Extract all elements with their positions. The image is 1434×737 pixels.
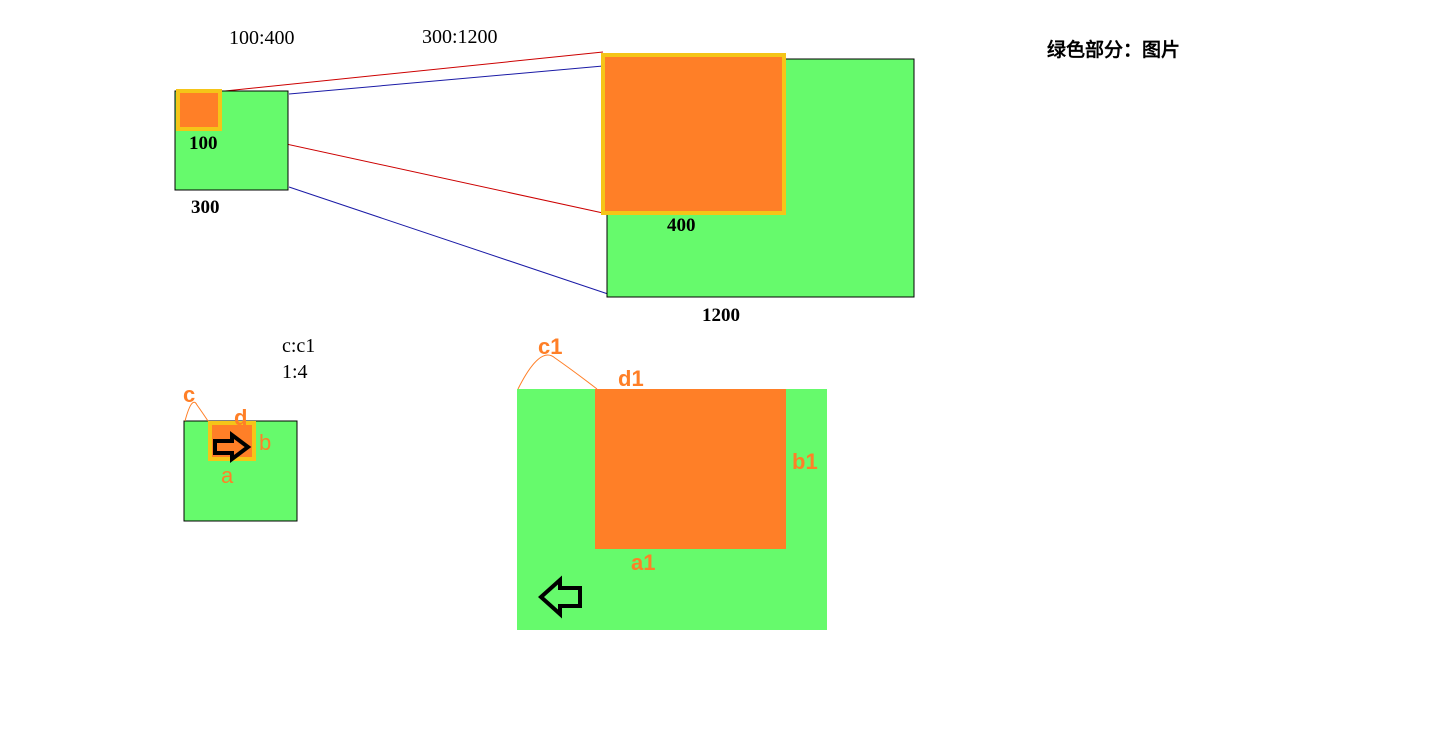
large-outer-size-label: 1200 (702, 305, 740, 326)
bottom-small-c-arc (184, 401, 209, 422)
ratio-large-label: 300:1200 (422, 26, 498, 48)
bottom-large-viewport-orange (595, 389, 786, 549)
connector-blue-bottom (288, 186, 609, 295)
bottom-large-c1-arc (517, 354, 598, 390)
connector-red-top (224, 51, 604, 92)
small-viewport-orange (176, 89, 222, 131)
arrow-right-icon (213, 431, 252, 463)
bottom-small-d-label: d (234, 405, 247, 430)
large-inner-size-label: 400 (667, 215, 696, 236)
arrow-left-icon (538, 575, 582, 619)
bottom-large-c1-label: c1 (538, 334, 562, 359)
large-viewport-orange (601, 53, 786, 215)
small-inner-size-label: 100 (189, 133, 218, 154)
bottom-small-b-label: b (259, 430, 271, 455)
ratio-small-label: 100:400 (229, 27, 295, 49)
small-outer-size-label: 300 (191, 197, 220, 218)
ratio-c-value: 1:4 (282, 361, 308, 383)
legend-text: 绿色部分：图片 (1047, 38, 1180, 61)
bottom-small-a-label: a (221, 463, 234, 488)
bottom-large-d1-label: d1 (618, 366, 644, 391)
bottom-small-c-label: c (183, 382, 195, 407)
bottom-large-a1-label: a1 (631, 550, 655, 575)
ratio-c-label: c:c1 (282, 335, 315, 357)
bottom-large-b1-label: b1 (792, 449, 818, 474)
connector-blue-top (288, 65, 604, 95)
